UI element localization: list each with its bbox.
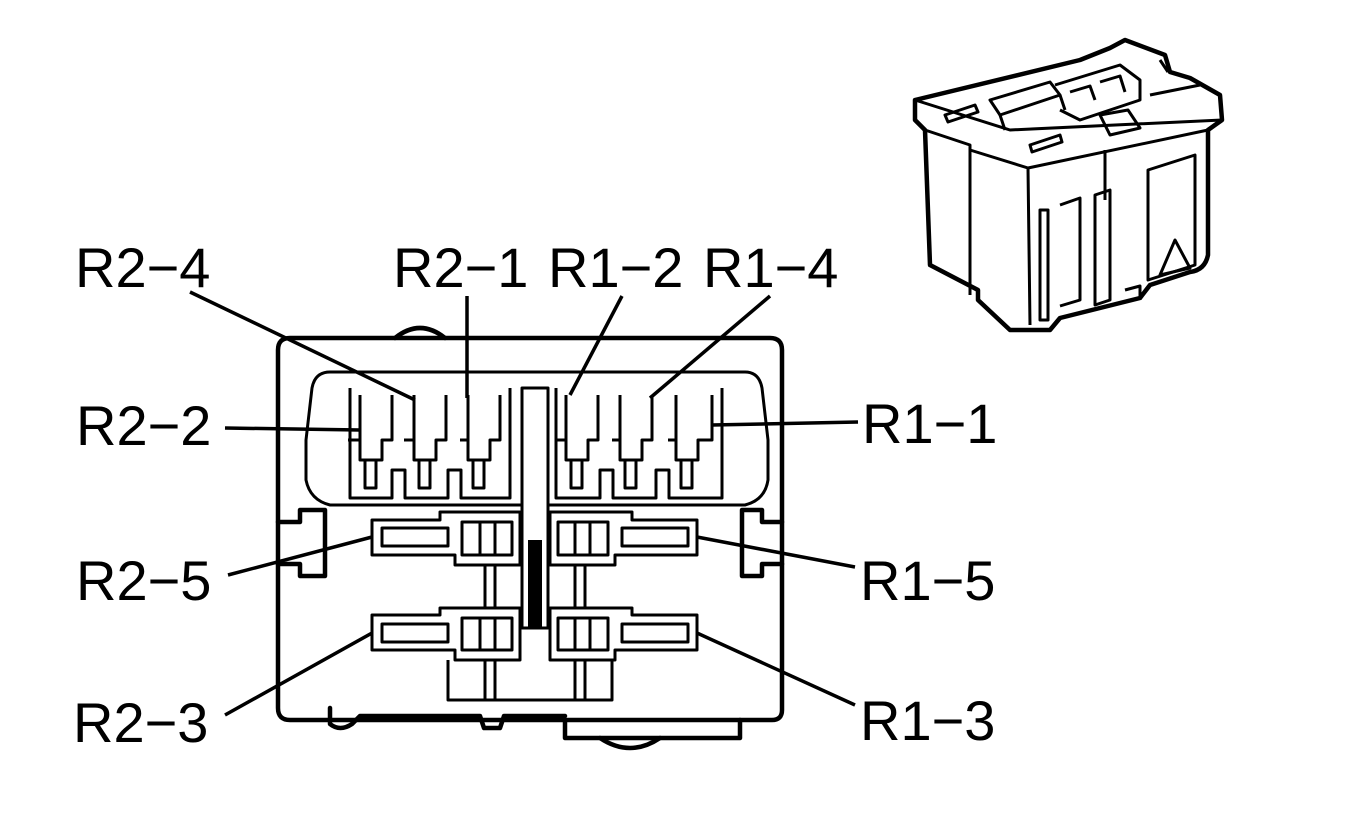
label-r1-2: R1−2 bbox=[548, 236, 683, 299]
label-r2-4: R2−4 bbox=[75, 236, 210, 299]
terminal-row-3 bbox=[370, 565, 699, 702]
terminal-row-5 bbox=[370, 510, 699, 567]
label-r1-4: R1−4 bbox=[703, 236, 838, 299]
label-r2-1: R2−1 bbox=[393, 236, 528, 299]
terminal-row-top-left bbox=[348, 388, 512, 500]
pin-labels: R2−4 R2−1 R1−2 R1−4 R2−2 R1−1 R2−5 R1−5 … bbox=[73, 236, 997, 754]
label-r2-3: R2−3 bbox=[73, 691, 208, 754]
label-r2-2: R2−2 bbox=[76, 394, 211, 457]
terminal-row-top-right bbox=[554, 388, 724, 500]
label-r1-1: R1−1 bbox=[862, 392, 997, 455]
connector-isometric-view bbox=[912, 37, 1225, 333]
label-r1-5: R1−5 bbox=[860, 549, 995, 612]
label-r2-5: R2−5 bbox=[76, 549, 211, 612]
leader-lines bbox=[189, 290, 859, 717]
label-r1-3: R1−3 bbox=[860, 689, 995, 752]
connector-face bbox=[275, 325, 785, 751]
